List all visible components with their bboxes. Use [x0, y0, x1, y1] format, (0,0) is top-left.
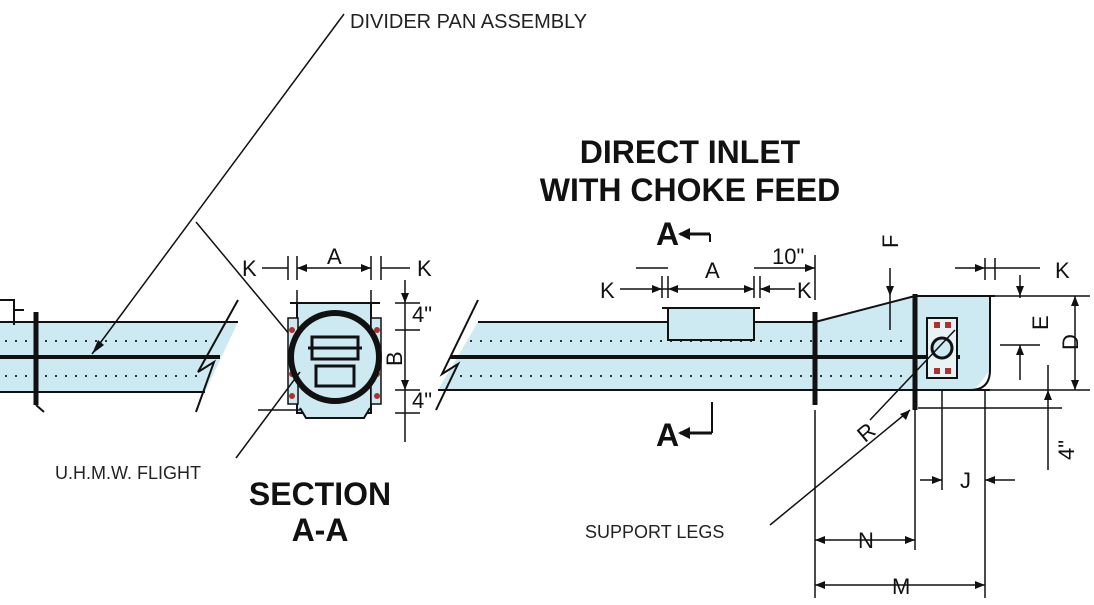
- uhmw-flight-label: U.H.M.W. FLIGHT: [55, 463, 201, 483]
- dim-r: R: [852, 418, 880, 447]
- right-conveyor: [435, 294, 995, 411]
- divider-pan-leader: [91, 13, 345, 355]
- right-dims: [620, 255, 1090, 598]
- dim-k-inlet-left: K: [600, 278, 615, 303]
- dim-4-bottom: 4": [412, 388, 432, 413]
- section-marker-top: A: [656, 216, 711, 252]
- dim-j: J: [960, 468, 971, 493]
- dim-b: B: [382, 351, 407, 366]
- dim-k-inlet-right: K: [797, 278, 812, 303]
- svg-text:A: A: [656, 417, 679, 453]
- inlet-heading-2: WITH CHOKE FEED: [540, 172, 840, 208]
- dim-k-right: K: [417, 256, 432, 281]
- section-view: [258, 290, 382, 419]
- left-conveyor: [0, 299, 239, 413]
- support-legs-label: SUPPORT LEGS: [585, 522, 724, 542]
- dim-a-section: A: [327, 244, 342, 269]
- dim-k-end: K: [1055, 258, 1070, 283]
- dim-k-left: K: [242, 256, 257, 281]
- dim-10-inch: 10": [772, 244, 804, 269]
- dim-f: F: [878, 235, 903, 248]
- section-title-1: SECTION: [249, 476, 391, 512]
- svg-text:A: A: [656, 216, 679, 252]
- right-arrows: [652, 264, 1079, 589]
- section-arrows: [297, 264, 409, 390]
- divider-pan-label: DIVIDER PAN ASSEMBLY: [350, 11, 587, 33]
- dim-a-inlet: A: [705, 258, 720, 283]
- inlet-heading-1: DIRECT INLET: [580, 134, 801, 170]
- dim-4-top: 4": [412, 302, 432, 327]
- dim-4-end: 4": [1054, 440, 1079, 460]
- section-marker-bottom: A: [656, 402, 713, 453]
- dim-e: E: [1028, 315, 1053, 330]
- dim-m: M: [892, 574, 910, 599]
- dim-d: D: [1058, 334, 1083, 350]
- dim-n: N: [858, 528, 874, 553]
- section-title-2: A-A: [292, 512, 349, 548]
